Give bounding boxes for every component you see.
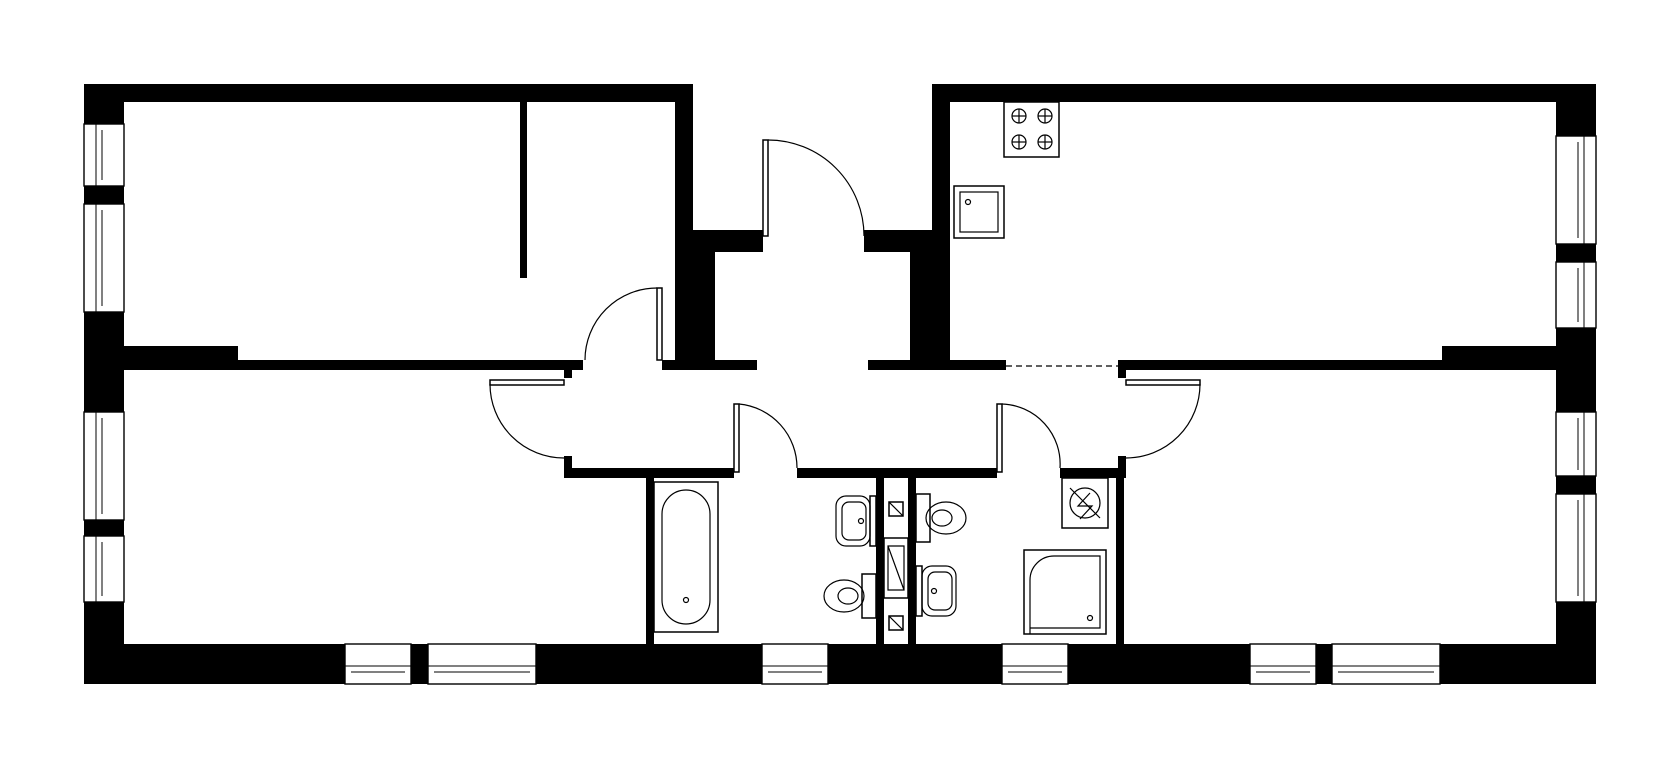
window-icon — [1555, 135, 1597, 245]
shower-tray-icon — [1023, 549, 1107, 635]
interior-walls — [124, 84, 1556, 644]
kitchen-sink-icon — [953, 185, 1005, 239]
bathtub-icon — [653, 481, 719, 633]
washing-machine-icon — [1061, 477, 1109, 529]
toilet-icon — [915, 493, 967, 543]
window-icon — [761, 643, 829, 685]
bedroom-door-swing-icon — [584, 287, 663, 361]
stove-icon — [1003, 101, 1060, 158]
window-icon — [83, 123, 125, 187]
washbasin-icon — [915, 565, 957, 617]
living-room-right-door-swing-icon — [1125, 379, 1201, 459]
windows — [83, 123, 1597, 685]
window-icon — [1001, 643, 1069, 685]
window-icon — [1555, 411, 1597, 477]
entry-door-swing-icon — [762, 139, 865, 237]
laundry-door-swing-icon — [996, 403, 1061, 473]
toilet-icon — [823, 573, 877, 619]
window-icon — [83, 535, 125, 603]
window-icon — [427, 643, 537, 685]
doors — [489, 139, 1201, 473]
window-icon — [83, 411, 125, 521]
window-icon — [1555, 493, 1597, 603]
window-icon — [83, 203, 125, 313]
washbasin-icon — [835, 495, 877, 547]
window-icon — [1249, 643, 1317, 685]
exterior-walls — [84, 84, 1596, 684]
bathroom-door-swing-icon — [733, 403, 798, 473]
window-icon — [1555, 261, 1597, 329]
window-icon — [1331, 643, 1441, 685]
window-icon — [344, 643, 412, 685]
duct-icon — [883, 501, 909, 631]
living-room-door-swing-icon — [489, 379, 565, 459]
